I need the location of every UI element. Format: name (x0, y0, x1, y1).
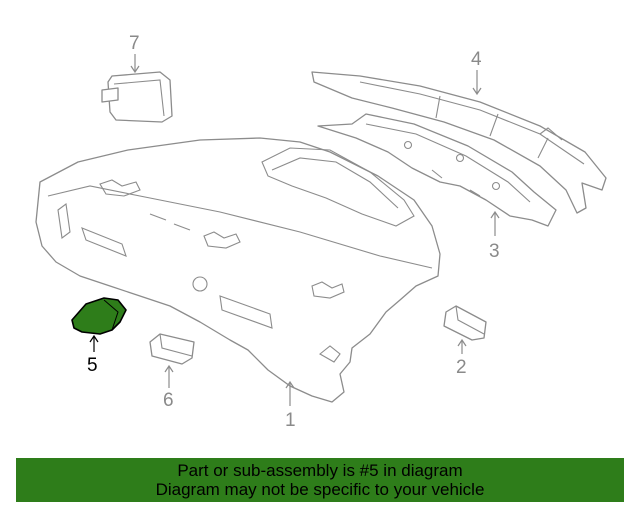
banner-line-1: Part or sub-assembly is #5 in diagram (177, 461, 463, 480)
part-6-pad (149, 333, 195, 365)
leader-lines (89, 54, 500, 406)
callout-2: 2 (456, 357, 467, 378)
leader-5 (89, 334, 99, 352)
part-5-cover-highlighted (71, 297, 127, 335)
leader-3 (490, 210, 500, 236)
callout-5: 5 (87, 355, 98, 376)
part-2-pad (443, 305, 487, 341)
callout-7: 7 (129, 33, 140, 54)
highlight-notice-banner: Part or sub-assembly is #5 in diagram Di… (16, 458, 624, 502)
callout-1: 1 (285, 410, 296, 431)
leader-2 (457, 338, 467, 354)
callout-6: 6 (163, 390, 174, 411)
leader-1 (285, 380, 295, 406)
callout-4: 4 (471, 49, 482, 70)
leader-4 (472, 70, 482, 96)
banner-line-2: Diagram may not be specific to your vehi… (155, 480, 485, 499)
diagram-canvas (35, 54, 607, 406)
leader-7 (130, 54, 140, 74)
part-1-package-tray (35, 137, 441, 403)
parts-diagram: 7 4 3 2 6 1 5 (35, 33, 607, 431)
leader-6 (164, 364, 174, 388)
part-3-bracket (317, 113, 557, 227)
part-7-clip (101, 71, 173, 123)
callout-3: 3 (489, 241, 500, 262)
part-4-trim-panel (311, 71, 607, 214)
